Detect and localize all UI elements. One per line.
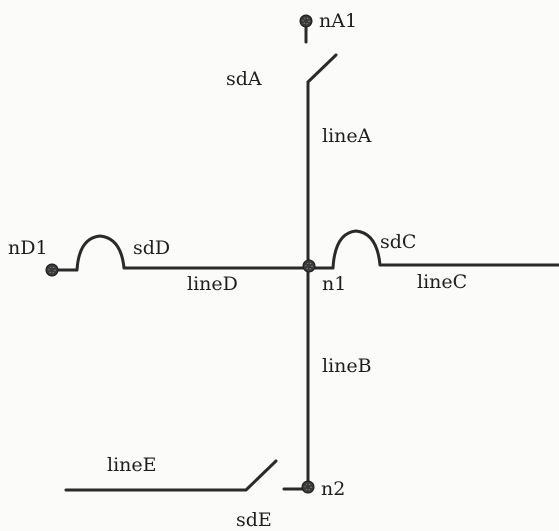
node-n1 (302, 259, 316, 273)
label-lineC: lineC (417, 271, 467, 293)
label-n1: n1 (322, 273, 346, 295)
label-lineA: lineA (322, 125, 372, 147)
lineC-wire (306, 229, 559, 270)
node-nA1 (299, 14, 313, 28)
label-nA1: nA1 (319, 10, 357, 32)
label-lineE: lineE (107, 454, 157, 476)
label-sdD: sdD (133, 237, 170, 259)
sdA-switch (306, 53, 338, 84)
lineE-wire (64, 459, 278, 492)
node-n2 (301, 480, 315, 494)
node-nD1 (45, 263, 59, 277)
label-lineB: lineB (322, 355, 372, 377)
label-sdA: sdA (226, 68, 262, 90)
label-n2: n2 (321, 478, 345, 500)
label-sdE: sdE (236, 509, 272, 531)
label-sdC: sdC (380, 231, 416, 253)
lineD-wire (50, 234, 310, 272)
label-nD1: nD1 (8, 237, 48, 259)
label-lineD: lineD (187, 273, 238, 295)
